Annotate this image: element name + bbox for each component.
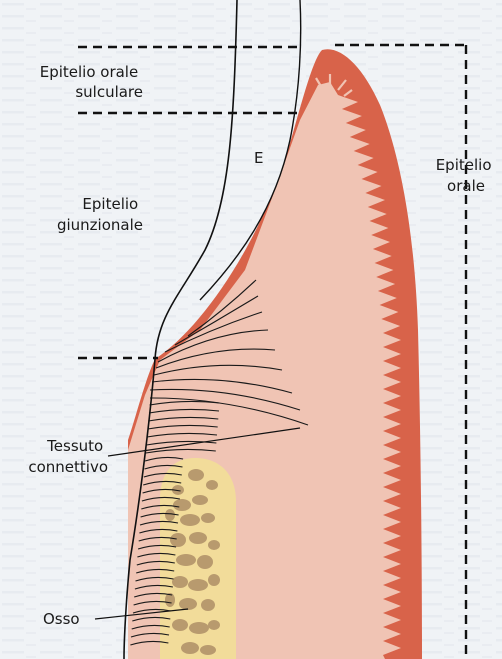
label-epitelio-orale-sulculare-line2: sulculare — [75, 83, 143, 101]
label-epitelio-orale-line2: orale — [447, 177, 485, 195]
label-osso: Osso — [43, 610, 80, 628]
label-epitelio-orale-line1: Epitelio — [436, 156, 492, 174]
label-epitelio-giunzionale-line2: giunzionale — [57, 216, 143, 234]
label-tessuto-connettivo-line1: Tessuto — [46, 437, 103, 455]
label-epitelio-giunzionale-line1: Epitelio — [82, 195, 138, 213]
label-e: E — [254, 149, 263, 167]
label-tessuto-connettivo-line2: connettivo — [28, 458, 108, 476]
label-epitelio-orale-sulculare-line1: Epitelio orale — [40, 63, 139, 81]
